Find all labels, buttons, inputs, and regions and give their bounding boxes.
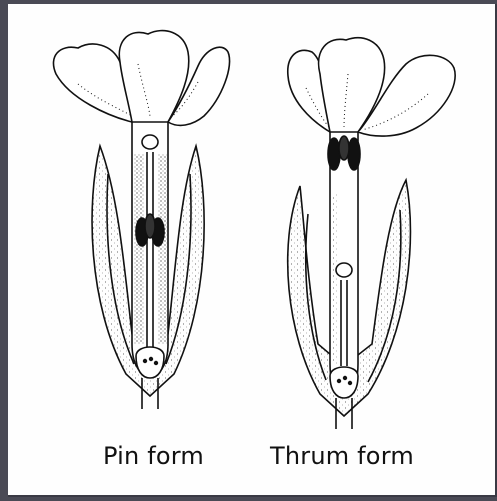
pin-stigma [142, 135, 158, 149]
primula-flower-diagram [8, 4, 495, 495]
pin-form-caption: Pin form [103, 442, 204, 470]
pin-form-flower [53, 31, 229, 409]
thrum-stigma [336, 263, 352, 277]
pin-ovary [136, 347, 164, 378]
thrum-form-flower [288, 38, 455, 429]
thrum-form-caption: Thrum form [270, 442, 414, 470]
left-border [0, 0, 8, 501]
thrum-ovary [330, 367, 358, 398]
